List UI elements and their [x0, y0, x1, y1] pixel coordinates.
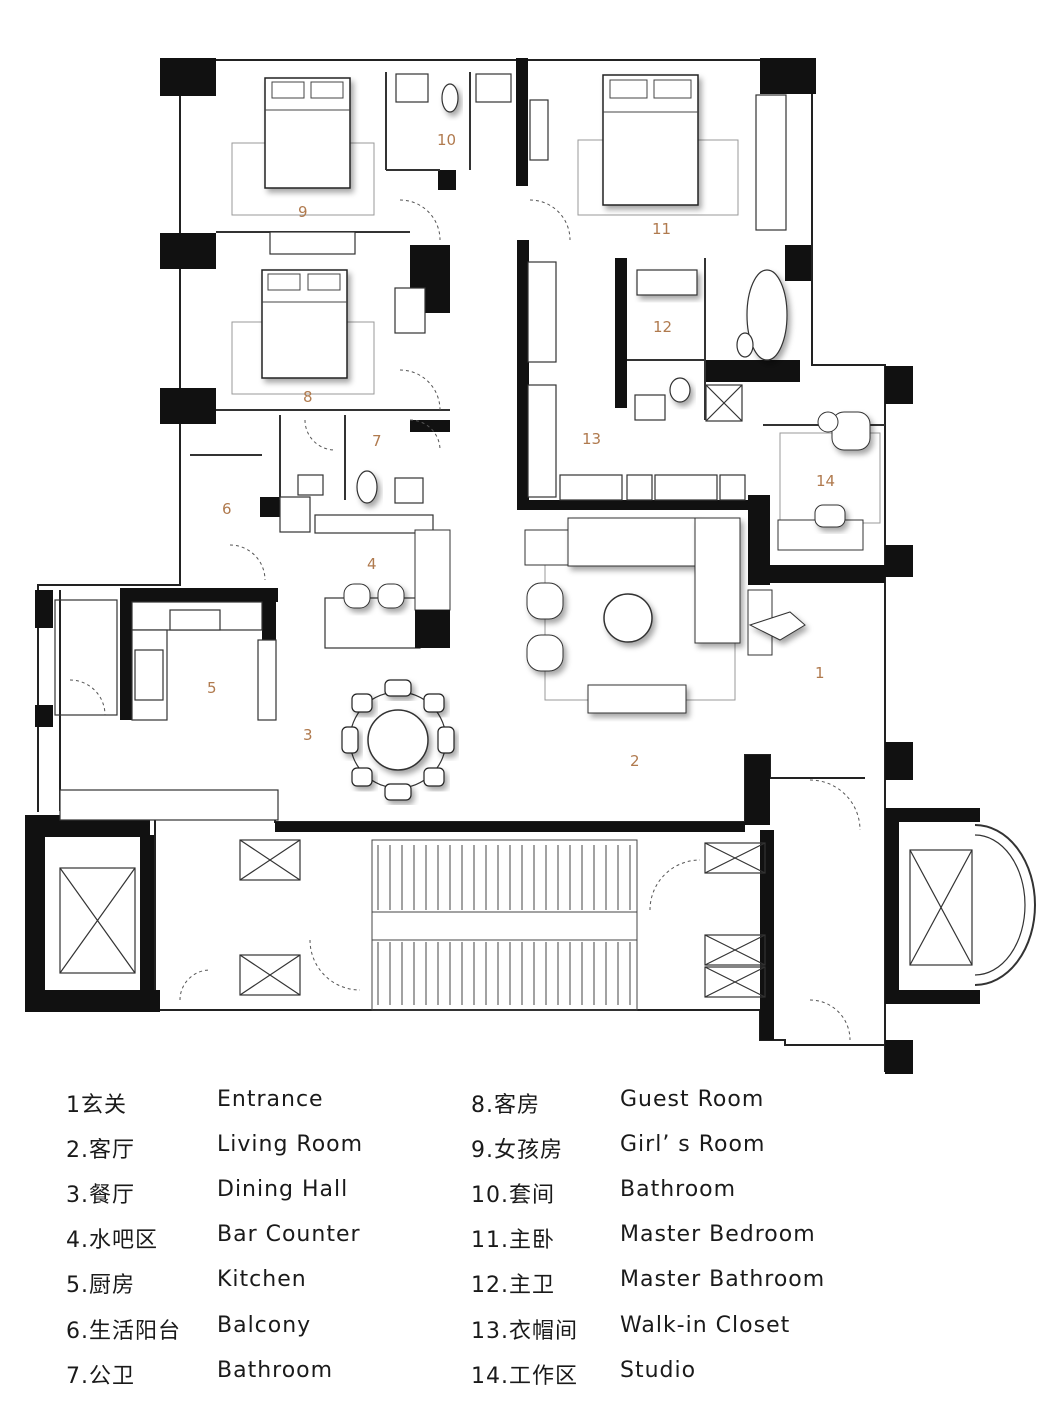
bed-girls-room — [231, 77, 375, 216]
legend-cn-11: 11.主卧 — [471, 1228, 555, 1253]
legend-cn-12: 12.主卫 — [471, 1273, 555, 1298]
room-number-11: 11 — [652, 220, 671, 238]
lift-shafts — [59, 824, 1036, 998]
legend-en-13: Walk-in Closet — [620, 1313, 791, 1338]
legend-en-6: Balcony — [217, 1313, 312, 1338]
legend-cn-6: 6.生活阳台 — [66, 1319, 181, 1344]
legend-en-1: Entrance — [217, 1087, 324, 1112]
legend-en-11: Master Bedroom — [620, 1222, 816, 1247]
legend-en-4: Bar Counter — [217, 1222, 361, 1247]
room-number-9: 9 — [298, 203, 308, 221]
kitchen-fixtures — [54, 599, 279, 821]
room-number-12: 12 — [653, 318, 672, 336]
floor-plan: 1 2 3 4 5 6 7 8 9 10 11 12 13 14 — [25, 58, 1036, 1074]
room-number-2: 2 — [630, 752, 640, 770]
room-number-14: 14 — [816, 472, 835, 490]
legend-en-9: Girl’ s Room — [620, 1132, 766, 1157]
wardrobes — [269, 94, 787, 534]
bed-guest-room — [231, 269, 375, 395]
legend-cn-2: 2.客厅 — [66, 1138, 135, 1163]
legend-cn-7: 7.公卫 — [66, 1364, 135, 1389]
legend-en-12: Master Bathroom — [620, 1267, 826, 1292]
bed-master-bedroom — [577, 74, 739, 216]
room-number-3: 3 — [303, 726, 313, 744]
legend-cn-8: 8.客房 — [471, 1093, 540, 1118]
legend-cn-9: 9.女孩房 — [471, 1138, 563, 1163]
room-number-10: 10 — [437, 131, 456, 149]
legend-en-2: Living Room — [217, 1132, 364, 1157]
legend-cn-3: 3.餐厅 — [66, 1183, 135, 1208]
room-number-1: 1 — [815, 664, 825, 682]
legend-en-3: Dining Hall — [217, 1177, 349, 1202]
dining-table — [341, 679, 455, 801]
staircase — [371, 839, 638, 1011]
studio-furniture — [777, 411, 881, 551]
legend-cn-4: 4.水吧区 — [66, 1228, 158, 1253]
legend-cn-10: 10.套间 — [471, 1183, 555, 1208]
legend-en-8: Guest Room — [620, 1087, 765, 1112]
room-number-4: 4 — [367, 555, 377, 573]
legend-cn-5: 5.厨房 — [66, 1273, 135, 1298]
bar-counter — [324, 529, 451, 649]
legend: 1玄关 Entrance 2.客厅 Living Room 3.餐厅 Dinin… — [0, 1080, 1060, 1416]
legend-en-14: Studio — [620, 1358, 697, 1383]
living-room-furniture — [524, 517, 806, 714]
legend-en-5: Kitchen — [217, 1267, 307, 1292]
legend-cn-14: 14.工作区 — [471, 1364, 578, 1389]
door-swings — [69, 199, 861, 1041]
legend-en-7: Bathroom — [217, 1358, 334, 1383]
room-number-7: 7 — [372, 432, 382, 450]
room-number-6: 6 — [222, 500, 232, 518]
legend-en-10: Bathroom — [620, 1177, 737, 1202]
legend-cn-13: 13.衣帽间 — [471, 1319, 578, 1344]
room-number-13: 13 — [582, 430, 601, 448]
room-number-labels: 1 2 3 4 5 6 7 8 9 10 11 12 13 14 — [207, 131, 835, 770]
walls — [25, 58, 980, 1074]
room-number-5: 5 — [207, 679, 217, 697]
room-number-8: 8 — [303, 388, 313, 406]
bathroom-fixtures — [297, 73, 788, 504]
legend-cn-1: 1玄关 — [66, 1093, 127, 1118]
